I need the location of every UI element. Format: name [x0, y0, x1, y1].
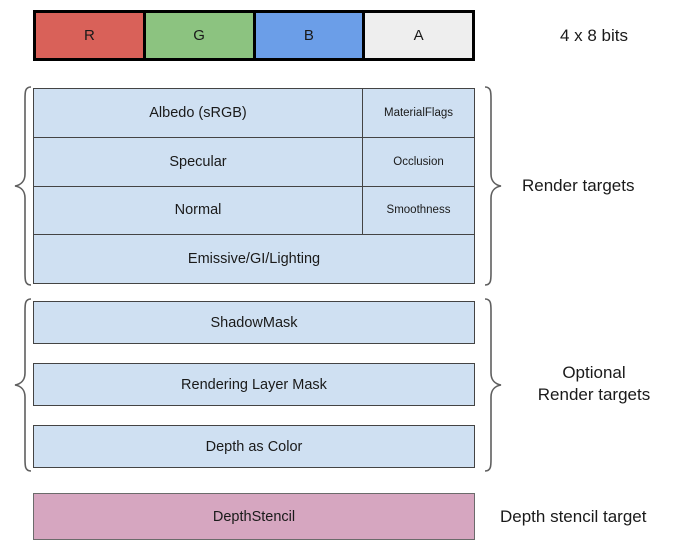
channel-cell-b: B	[255, 13, 366, 58]
optional-target-label-depth-as-color: Depth as Color	[205, 438, 303, 455]
brace-right-render-targets	[484, 86, 502, 286]
render-target-main-emissive: Emissive/GI/Lighting	[187, 251, 321, 268]
render-target-row-normal: Normal Smoothness	[34, 186, 474, 236]
depth-stencil-box-label: DepthStencil	[212, 508, 296, 525]
render-targets-table: Albedo (sRGB) MaterialFlags Specular Occ…	[33, 88, 475, 284]
optional-target-rendering-layer-mask: Rendering Layer Mask	[33, 363, 475, 406]
optional-target-label-shadowmask: ShadowMask	[210, 314, 298, 331]
optional-target-depth-as-color: Depth as Color	[33, 425, 475, 468]
brace-right-optional-render-targets	[484, 298, 502, 472]
render-target-row-emissive: Emissive/GI/Lighting	[34, 235, 474, 283]
rgba-channel-bar: R G B A	[33, 10, 475, 61]
channel-label-a: A	[413, 27, 424, 44]
render-target-side-occlusion: Occlusion	[393, 155, 444, 168]
render-target-main-normal: Normal	[34, 186, 363, 235]
depth-stencil-annotation-label: Depth stencil target	[500, 507, 647, 526]
channel-cell-r: R	[36, 13, 146, 58]
optional-label-line-1: Optional	[562, 363, 626, 382]
render-targets-annotation-label: Render targets	[522, 176, 635, 195]
brace-left-render-targets	[14, 86, 32, 286]
render-target-row-albedo: Albedo (sRGB) MaterialFlags	[34, 89, 474, 138]
optional-label-line-2: Render targets	[537, 385, 651, 405]
channel-label-b: B	[303, 27, 314, 44]
depth-stencil-target-box: DepthStencil	[33, 493, 475, 540]
render-target-side-smoothness: Smoothness	[386, 204, 451, 217]
channel-label-r: R	[83, 27, 95, 44]
channel-cell-g: G	[145, 13, 256, 58]
channel-label-g: G	[193, 27, 205, 44]
render-target-main-albedo: Albedo (sRGB)	[34, 89, 363, 137]
optional-target-shadowmask: ShadowMask	[33, 301, 475, 344]
brace-left-optional-render-targets	[14, 298, 32, 472]
channel-cell-a: A	[365, 13, 472, 58]
optional-target-label-rendering-layer-mask: Rendering Layer Mask	[181, 376, 327, 393]
render-target-side-materialflags: MaterialFlags	[383, 106, 454, 119]
bits-annotation-label: 4 x 8 bits	[559, 26, 629, 45]
render-target-row-specular: Specular Occlusion	[34, 137, 474, 187]
render-target-main-specular: Specular	[34, 137, 363, 186]
